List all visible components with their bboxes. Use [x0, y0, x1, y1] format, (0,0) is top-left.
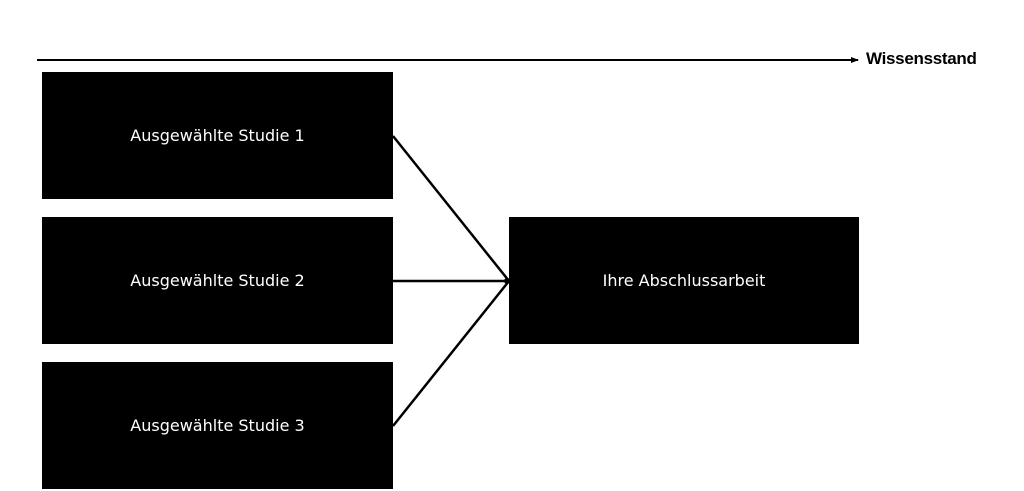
study-box-1: Ausgewählte Studie 1 [42, 72, 393, 199]
thesis-box: Ihre Abschlussarbeit [509, 217, 859, 344]
connector-study-1 [392, 135, 510, 282]
convergence-point [504, 278, 510, 284]
study-box-3: Ausgewählte Studie 3 [42, 362, 393, 489]
study-box-2: Ausgewählte Studie 2 [42, 217, 393, 344]
study-box-2-label: Ausgewählte Studie 2 [130, 271, 305, 290]
thesis-box-label: Ihre Abschlussarbeit [602, 271, 766, 290]
study-box-3-label: Ausgewählte Studie 3 [130, 416, 305, 435]
knowledge-axis-label: Wissensstand [866, 49, 977, 68]
connector-study-3 [392, 280, 510, 427]
study-box-1-label: Ausgewählte Studie 1 [130, 126, 305, 145]
